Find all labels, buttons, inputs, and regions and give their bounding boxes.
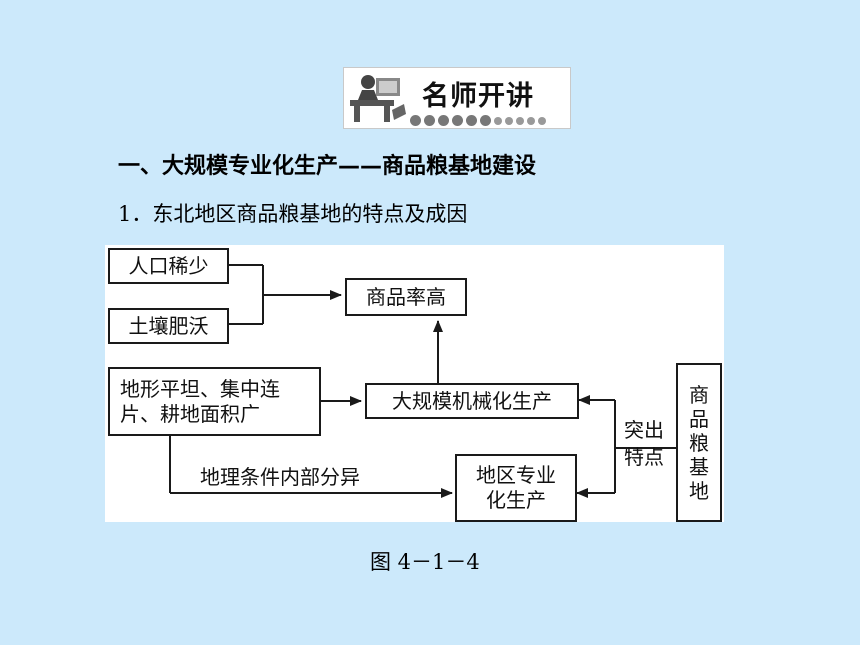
node-high-rate: 商品率高 [345, 278, 467, 316]
node-terrain: 地形平坦、集中连 片、耕地面积广 [108, 367, 321, 436]
sub-heading: 1．东北地区商品粮基地的特点及成因 [118, 202, 468, 226]
node-regional: 地区专业 化生产 [455, 454, 577, 522]
banner-dots [410, 110, 549, 126]
node-mechanized: 大规模机械化生产 [365, 383, 579, 419]
section-heading: 一、大规模专业化生产——商品粮基地建设 [118, 154, 537, 179]
diagram-connectors [169, 264, 676, 498]
figure-caption: 图 4－1－4 [370, 550, 480, 574]
banner-title: 名师开讲 [422, 81, 534, 112]
label-differentiation: 地理条件内部分异 [200, 465, 360, 489]
node-fertile-soil: 土壤肥沃 [108, 308, 229, 344]
section-banner: 名师开讲 [343, 67, 571, 129]
label-highlight-1: 突出 [624, 418, 664, 442]
teacher-desk-icon [350, 75, 406, 122]
flow-diagram: 人口稀少 土壤肥沃 商品率高 地形平坦、集中连 片、耕地面积广 大规模机械化生产… [105, 245, 724, 522]
node-few-people: 人口稀少 [108, 248, 229, 284]
node-grain-base: 商品粮基地 [676, 363, 722, 522]
label-highlight-2: 特点 [624, 445, 664, 469]
